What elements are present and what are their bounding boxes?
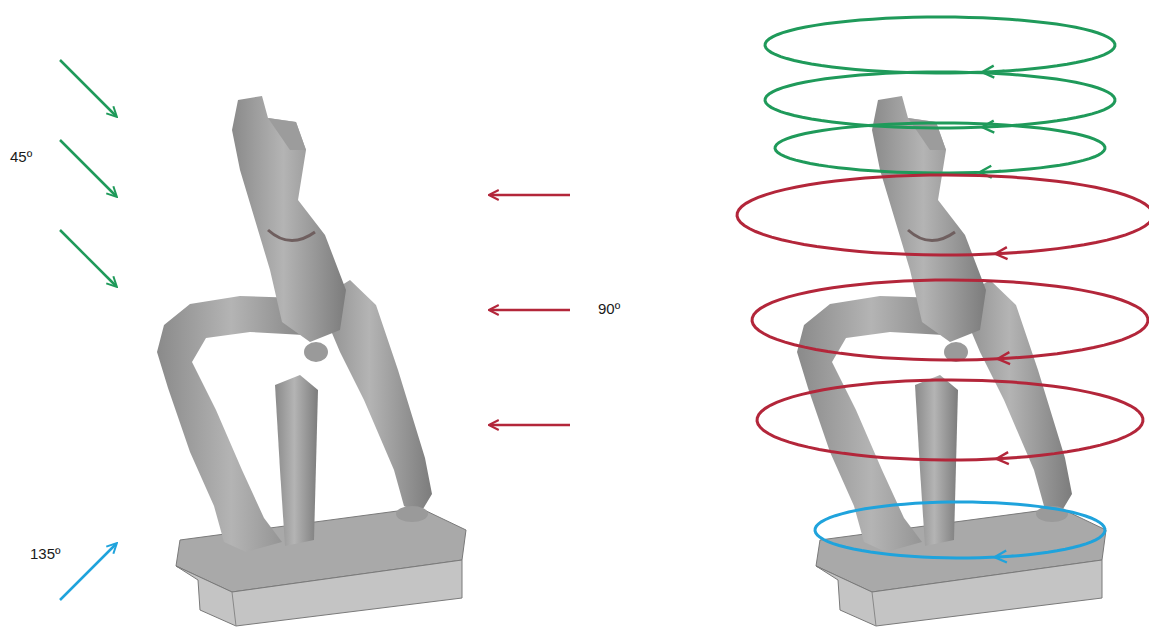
rotation-rings <box>737 17 1149 558</box>
rotation-ring <box>815 502 1105 558</box>
rotation-ring <box>737 175 1149 255</box>
angle-arrows <box>60 60 570 600</box>
angle-label: 90º <box>598 300 620 318</box>
rotation-ring <box>757 380 1143 460</box>
angle-label: 45º <box>10 148 32 166</box>
rotation-ring <box>752 280 1148 360</box>
angle-label: 135º <box>30 545 61 563</box>
rotation-ring <box>765 17 1115 73</box>
rotation-ring <box>765 72 1115 128</box>
rotation-ring <box>775 123 1105 173</box>
